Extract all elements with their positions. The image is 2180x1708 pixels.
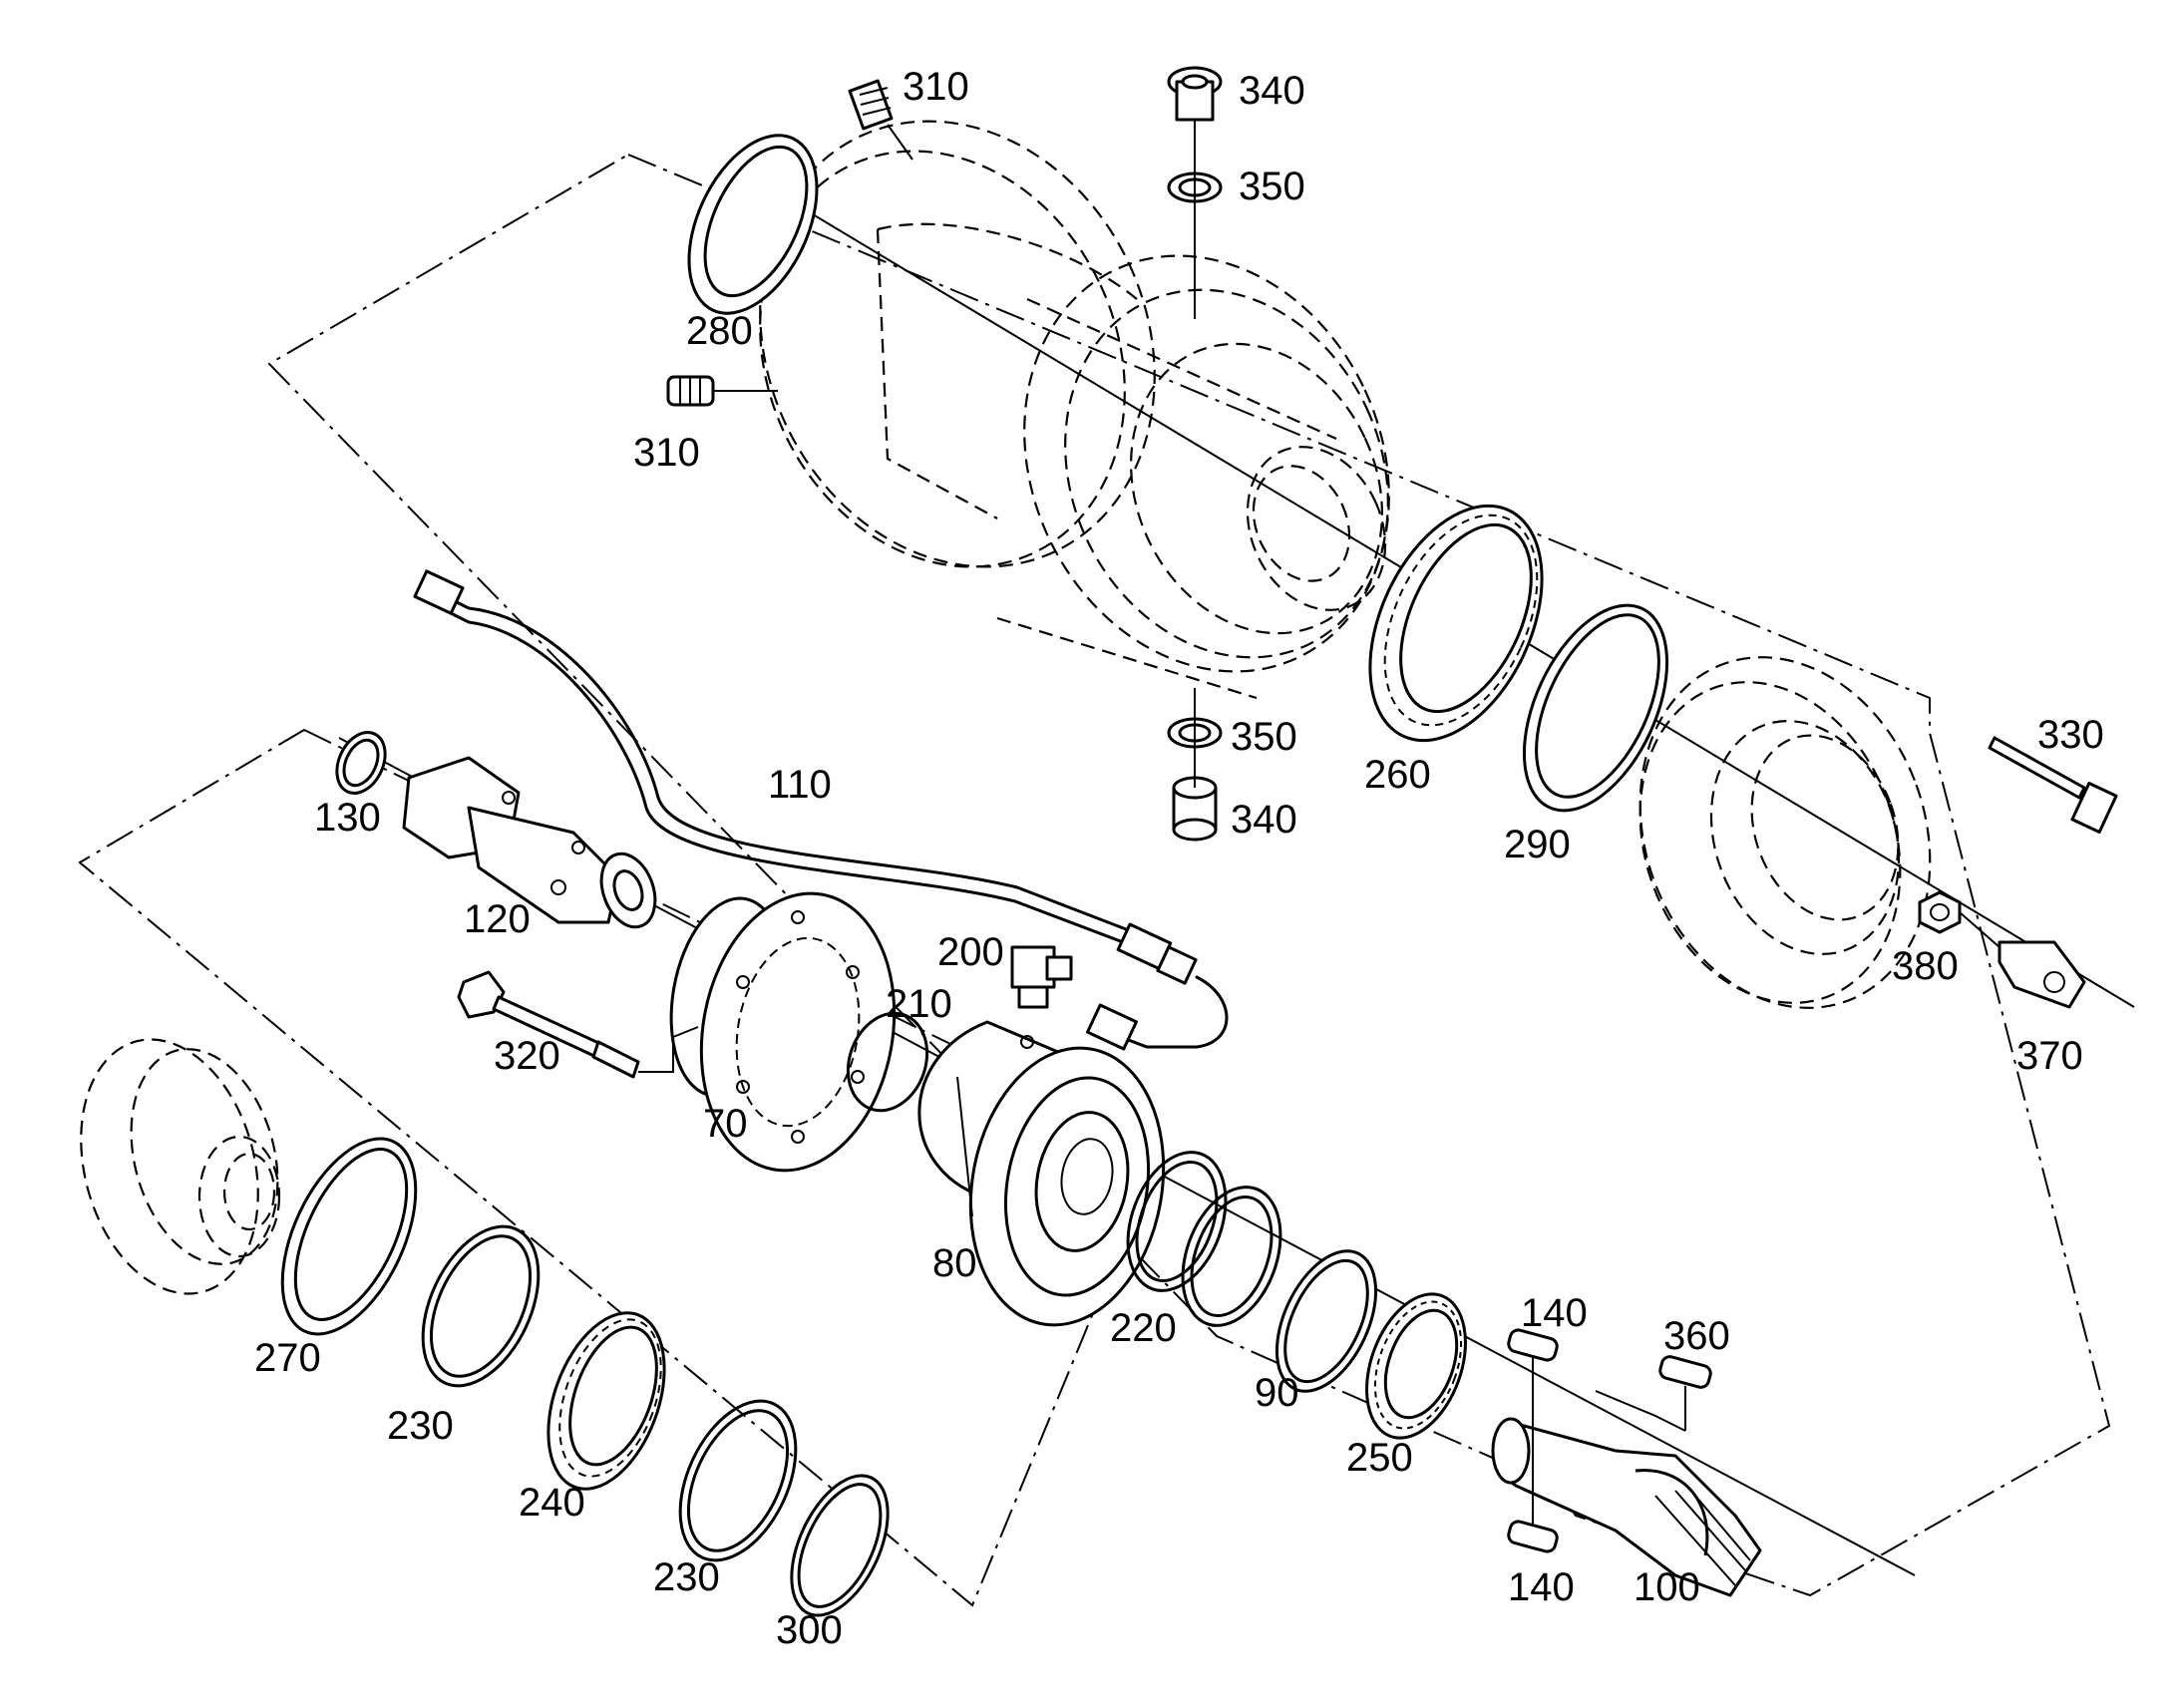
motor-housing-80 <box>917 1020 1166 1327</box>
drive-flange <box>80 1038 281 1295</box>
label-100: 100 <box>1634 1565 1700 1609</box>
label-110: 110 <box>768 763 832 807</box>
plug-310-left <box>666 375 778 407</box>
hub-housing <box>759 120 1390 700</box>
ring-290 <box>1522 603 1669 813</box>
ring-130 <box>335 731 387 795</box>
circlip-230b <box>678 1399 798 1562</box>
circlip-220a <box>1126 1151 1228 1292</box>
label-280: 280 <box>686 309 753 353</box>
label-120: 120 <box>464 897 531 941</box>
label-340-bottom: 340 <box>1231 798 1297 842</box>
clevis-370 <box>1959 911 2086 1009</box>
cover-70 <box>669 891 897 1173</box>
label-90: 90 <box>1255 1371 1299 1415</box>
bearing-260 <box>1368 504 1544 743</box>
circlip-210 <box>846 1011 929 1113</box>
label-350-bottom: 350 <box>1231 715 1297 759</box>
label-310-left: 310 <box>633 431 700 475</box>
label-370: 370 <box>2016 1034 2083 1078</box>
bolt-330 <box>1988 736 2118 834</box>
label-230-first: 230 <box>387 1404 454 1448</box>
label-210: 210 <box>886 982 952 1026</box>
label-300: 300 <box>776 1608 843 1652</box>
lower-assembly-boundary <box>78 728 1164 1607</box>
ring-300 <box>790 1474 890 1617</box>
label-270: 270 <box>254 1336 321 1380</box>
label-380: 380 <box>1892 944 1959 988</box>
pipe-110-lower <box>1086 975 1229 1051</box>
key-360 <box>1595 1355 1712 1432</box>
label-350-top: 350 <box>1239 165 1305 208</box>
label-310-top: 310 <box>903 65 969 109</box>
key-140-bottom <box>1507 1520 1559 1553</box>
label-220: 220 <box>1110 1306 1177 1350</box>
brake-drum <box>1638 656 1932 1009</box>
label-240: 240 <box>519 1481 585 1525</box>
label-200: 200 <box>937 930 1004 974</box>
label-290: 290 <box>1504 823 1571 866</box>
label-140-top: 140 <box>1521 1291 1588 1335</box>
part-labels: 310 340 350 280 310 350 340 260 290 330 … <box>254 65 2104 1652</box>
key-140-top <box>1507 1328 1559 1362</box>
label-250: 250 <box>1346 1436 1413 1480</box>
fitting-200 <box>1010 945 1073 1009</box>
plug-340-top <box>1167 66 1223 122</box>
ring-90 <box>1274 1249 1378 1393</box>
label-230-second: 230 <box>653 1555 720 1599</box>
nut-380 <box>1918 890 1962 934</box>
label-340-top: 340 <box>1239 69 1305 113</box>
circlip-220b <box>1181 1186 1282 1327</box>
plug-310-top <box>848 79 913 161</box>
label-70: 70 <box>703 1102 748 1146</box>
label-260: 260 <box>1364 753 1431 797</box>
bearing-250 <box>1365 1292 1467 1440</box>
label-360: 360 <box>1663 1314 1730 1358</box>
label-80: 80 <box>932 1241 977 1285</box>
seal-ring-280 <box>687 134 819 315</box>
label-140-bottom: 140 <box>1508 1565 1575 1609</box>
label-330: 330 <box>2037 713 2104 757</box>
seal-ring-270 <box>280 1137 418 1336</box>
circlip-230a <box>421 1224 541 1388</box>
universal-joint-120 <box>402 756 657 929</box>
pipe-110 <box>413 569 1198 985</box>
bearing-240 <box>546 1311 666 1491</box>
label-320: 320 <box>494 1034 560 1078</box>
label-130: 130 <box>314 796 381 840</box>
shaft-100 <box>1491 1417 1762 1597</box>
bolt-320 <box>457 970 699 1079</box>
